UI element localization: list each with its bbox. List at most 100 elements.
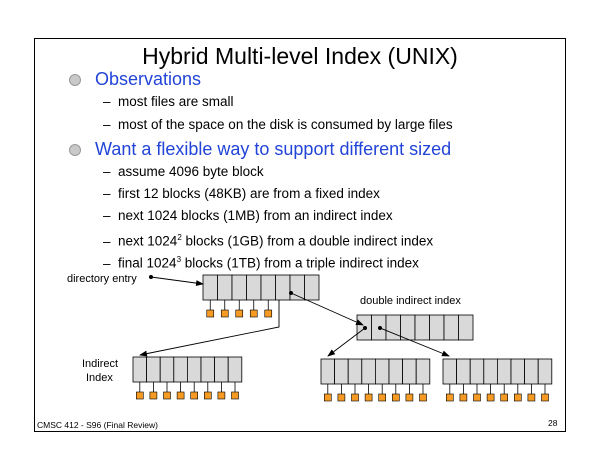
footer-page-number: 28 [548,418,558,428]
data-block [351,393,359,402]
data-block [419,393,427,402]
bullet-dot [69,144,81,156]
index-cell [458,314,474,341]
data-block [323,393,332,402]
data-block [500,393,509,402]
index-cell [537,358,553,385]
slide-frame [34,38,566,432]
second-level-arrow-left [327,327,366,357]
sub-item: –most of the space on the disk is consum… [103,117,453,133]
index-cell [385,314,401,341]
index-cell [246,274,262,301]
index-cell [496,358,512,385]
dash: – [103,233,111,249]
index-cell [456,358,471,385]
index-cell [402,358,417,385]
data-block [391,393,400,402]
index-cell [214,356,229,383]
index-cell [200,356,216,383]
data-block [337,393,346,402]
dash: – [103,208,111,223]
index-cell [227,356,243,383]
data-block [149,391,158,400]
superscript: 3 [176,255,182,264]
data-block [136,391,144,400]
index-cell [202,274,218,301]
index-cell [443,314,459,341]
bullet-heading-observations: Observations [95,69,202,89]
sub-item-text: blocks (1GB) from a double indirect inde… [181,233,434,249]
index-cell [132,356,148,383]
sub-item: –most files are small [103,94,234,110]
data-block [163,391,171,400]
second-level-arrow-right [379,327,450,357]
index-cell [442,358,458,385]
index-blocks [132,274,553,402]
index-cell [186,356,202,383]
data-block [486,393,495,402]
index-cell [510,358,526,385]
data-block [527,393,536,402]
index-cell [231,274,247,301]
index-cell [304,274,320,301]
index-cell [388,358,404,385]
data-block [473,393,481,402]
index-cell [469,358,485,385]
bullet-heading-flexible: Want a flexible way to support different… [95,139,452,159]
sub-item-text: next 1024 [118,233,178,249]
sub-item: –assume 4096 byte block [103,164,264,180]
dash: – [103,117,111,132]
index-cell [146,356,161,383]
bullet-dot [69,74,81,86]
data-block [231,391,239,400]
index-cell [217,274,233,301]
data-block [204,391,212,400]
data-block [235,309,244,318]
dash: – [103,164,111,179]
data-block [190,391,198,400]
sub-item: –next 1024 blocks (1MB) from an indirect… [103,208,393,224]
double-indirect-index-array [356,314,474,341]
index-cell [361,358,376,385]
directory-entry-arrow [150,276,204,287]
superscript: 2 [177,233,182,242]
sub-item: –first 12 blocks (48KB) are from a fixed… [103,186,380,202]
indirect-label: Indirect [82,358,119,370]
sub-item-text: first 12 blocks (48KB) are from a fixed … [118,186,380,201]
index-cell [173,356,188,383]
double-indirect-arrow [290,292,364,326]
index-cell [275,274,291,301]
dash: – [103,94,111,109]
index-cell [414,314,430,341]
index-cell [429,314,445,341]
data-block [513,393,522,402]
slide-title: Hybrid Multi-level Index (UNIX) [142,43,458,69]
sub-item-text: most of the space on the disk is consume… [118,117,453,132]
data-block [176,391,185,400]
index-cell [400,314,416,341]
dash: – [103,186,111,201]
dash: – [103,255,111,271]
sub-item-text: next 1024 blocks (1MB) from an indirect … [118,208,393,223]
sub-item-double: –next 10242 blocks (1GB) from a double i… [103,230,433,250]
index-cell [320,358,336,385]
data-block [378,393,387,402]
sub-item-triple: –final 10243 blocks (1TB) from a triple … [103,252,419,272]
data-block [206,309,215,318]
data-block [405,393,414,402]
data-block [541,393,549,402]
index-cell [374,358,390,385]
directory-entry-label: directory entry [67,273,137,285]
data-block [220,309,229,318]
index-cell [347,358,363,385]
data-block [459,393,468,402]
double-indirect-label: double indirect index [360,295,461,307]
second-level-index-array-right [442,358,553,402]
data-block [364,393,373,402]
data-block [445,393,454,402]
sub-item-text: blocks (1TB) from a triple indirect inde… [181,255,419,271]
sub-item-text: final 1024 [118,255,177,271]
index-cell [483,358,498,385]
data-block [249,309,258,318]
